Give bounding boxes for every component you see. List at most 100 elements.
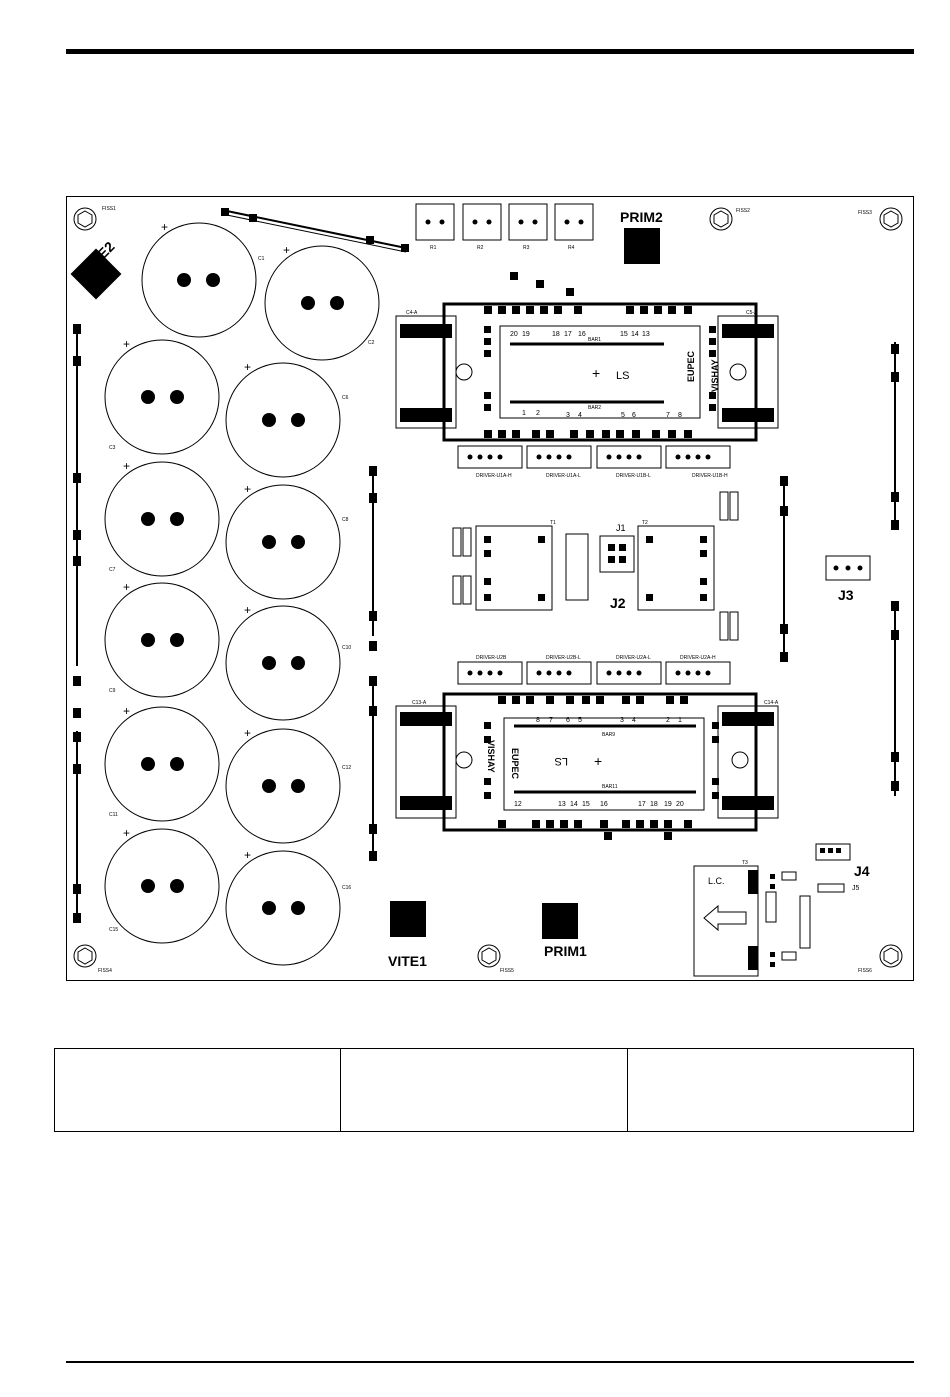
mounting-hole (709, 207, 733, 231)
table-cell (55, 1049, 342, 1131)
mounting-hole (879, 944, 903, 968)
capacitor-c12: + (225, 726, 341, 844)
c11-label: C11 (109, 812, 118, 818)
resistor-r2 (462, 203, 502, 241)
capacitor-c3: + (104, 337, 220, 455)
driver-label: DRIVER-U2B (476, 655, 507, 661)
resistor-r4 (554, 203, 594, 241)
pin-3: 3 (566, 412, 570, 419)
svg-text:+: + (123, 337, 130, 351)
svg-text:+: + (123, 580, 130, 594)
c4a-label: C4-A (406, 310, 418, 316)
r4-label: R4 (568, 245, 575, 251)
header-rule (66, 49, 914, 54)
fiss3-label: FISS3 (858, 210, 872, 216)
c3-label: C3 (109, 445, 116, 451)
eupec-label-top: EUPEC (686, 350, 696, 382)
fiss4-label: FISS4 (98, 968, 112, 974)
t3-label: T3 (742, 860, 748, 866)
info-table (54, 1048, 914, 1132)
svg-text:+: + (283, 243, 290, 257)
driver-label: DRIVER-U1B-H (692, 473, 728, 479)
svg-text:+: + (244, 482, 251, 496)
pin-1: 1 (522, 410, 526, 417)
top-pad-row (484, 272, 716, 438)
pin-12b: 12 (514, 801, 522, 808)
c6-label: C6 (342, 395, 349, 401)
prim1-pad (542, 903, 578, 939)
prim2-pad (624, 228, 660, 264)
r1-label: R1 (430, 245, 437, 251)
c9-label: C9 (109, 688, 116, 694)
ls-label-bottom: LS (555, 755, 568, 767)
pin-19: 19 (522, 331, 530, 338)
capacitor-c6: + (225, 360, 341, 478)
pcb-layout-diagram: FISS1 FISS2 FISS3 FISS4 FISS5 FISS6 VITE… (66, 196, 914, 981)
pin-14b: 14 (570, 801, 578, 808)
svg-text:+: + (123, 459, 130, 473)
r2-label: R2 (477, 245, 484, 251)
driver-connector-bottom (457, 661, 731, 685)
c1-label: C1 (258, 256, 265, 262)
resistor-r3 (508, 203, 548, 241)
pin-18: 18 (552, 331, 560, 338)
prim1-label: PRIM1 (544, 943, 587, 959)
pin-13: 13 (642, 331, 650, 338)
pin-6b: 6 (566, 717, 570, 724)
svg-text:+: + (244, 726, 251, 740)
table-cell (628, 1049, 913, 1131)
r3-label: R3 (523, 245, 530, 251)
driver-label: DRIVER-U2A-L (616, 655, 651, 661)
mounting-hole (477, 944, 501, 968)
eupec-label-bottom: EUPEC (510, 748, 520, 780)
fiss6-label: FISS6 (858, 968, 872, 974)
pin-5b: 5 (578, 717, 582, 724)
pin-2b: 2 (666, 717, 670, 724)
driver-label: DRIVER-U1A-L (546, 473, 581, 479)
fiss2-label: FISS2 (736, 208, 750, 214)
c7-label: C7 (109, 567, 116, 573)
t1-label: T1 (550, 520, 556, 526)
c8-label: C8 (342, 517, 349, 523)
transformer-t1 (475, 525, 553, 611)
footer-rule (66, 1361, 914, 1363)
capacitor-c2: + (264, 243, 380, 361)
pin-20: 20 (510, 331, 518, 338)
capacitor-c8: + (225, 482, 341, 600)
bar9-label: BAR9 (602, 732, 615, 738)
small-resistors (452, 491, 739, 641)
c12-label: C12 (342, 765, 351, 771)
svg-text:+: + (244, 848, 251, 862)
vite1-pad (390, 901, 426, 937)
t2-label: T2 (642, 520, 648, 526)
lc-label: L.C. (708, 876, 725, 886)
c5a-label: C5-A (746, 310, 758, 316)
driver-label: DRIVER-U2B-L (546, 655, 581, 661)
igbt-module-top: + (395, 302, 779, 442)
capacitor-c16: + (225, 848, 341, 966)
c15-label: C15 (109, 927, 118, 933)
lc-block (693, 843, 851, 977)
ls-label-top: LS (616, 370, 629, 382)
capacitor-c9: + (104, 580, 220, 698)
pin-15b: 15 (582, 801, 590, 808)
svg-text:+: + (161, 220, 168, 234)
pin-4b: 4 (632, 717, 636, 724)
j1-label: J1 (616, 523, 626, 533)
pin-16: 16 (578, 331, 586, 338)
bar2-label: BAR2 (588, 405, 601, 411)
driver-label: DRIVER-U1B-L (616, 473, 651, 479)
capacitor-c10: + (225, 603, 341, 721)
pin-13b: 13 (558, 801, 566, 808)
transformer-t2 (637, 525, 715, 611)
mounting-hole (73, 944, 97, 968)
capacitor-c1: + (141, 220, 257, 338)
capacitor-c15: + (104, 826, 220, 944)
bar11-label: BAR11 (602, 784, 618, 790)
pin-17b: 17 (638, 801, 646, 808)
mounting-hole (73, 207, 97, 231)
c16-label: C16 (342, 885, 351, 891)
pin-17: 17 (564, 331, 572, 338)
c10-label: C10 (342, 645, 351, 651)
vite1-label: VITE1 (388, 953, 427, 969)
